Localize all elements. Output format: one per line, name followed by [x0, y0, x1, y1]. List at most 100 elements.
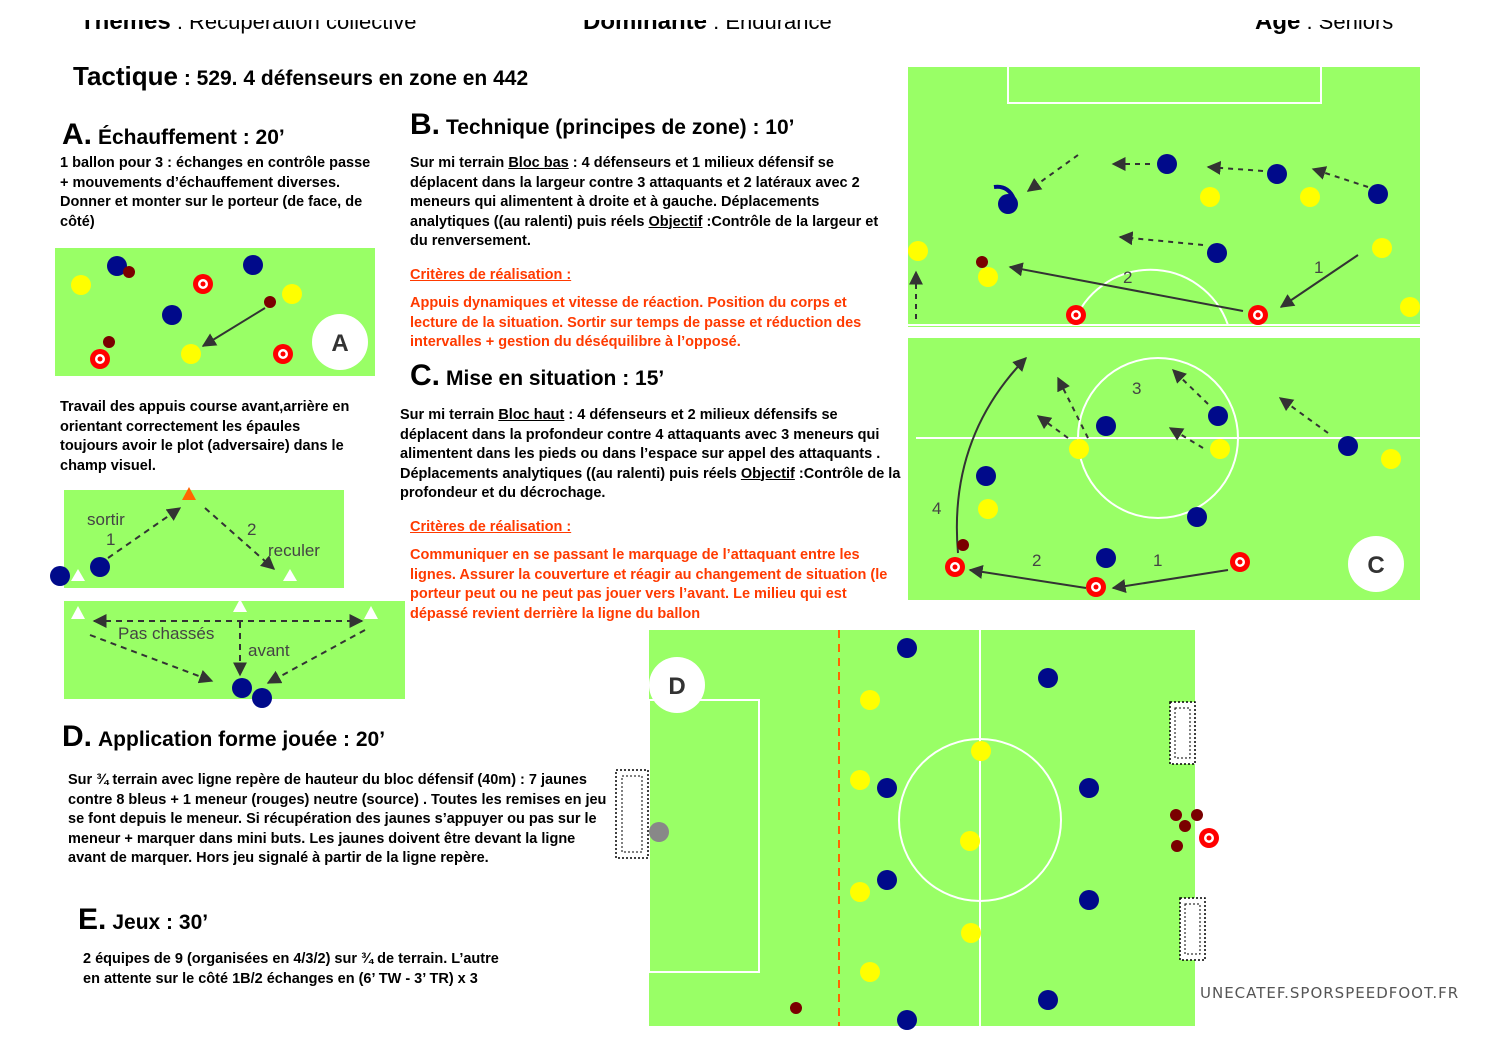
blue-player: [1079, 778, 1099, 798]
goalkeeper: [649, 822, 669, 842]
diagram-b: 2 1: [908, 64, 1420, 327]
blue-player: [897, 638, 917, 658]
section-b-bloc-bas: Bloc bas: [508, 155, 569, 171]
penalty-box: [1007, 64, 1322, 104]
section-c-text-mid: : 4 défenseurs et 2 milieux défensifs se…: [400, 407, 881, 482]
yellow-player: [978, 499, 998, 519]
blue-player: [243, 255, 263, 275]
yellow-player: [181, 344, 201, 364]
blue-player: [976, 466, 996, 486]
section-b-heading: Technique (principes de zone) : 10’: [446, 116, 795, 139]
cone-white: [364, 606, 378, 619]
section-d-heading: Application forme jouée : 20’: [98, 728, 386, 751]
cone-white: [233, 599, 247, 612]
blue-player: [1157, 154, 1177, 174]
yellow-player: [860, 962, 880, 982]
section-c-heading: Mise en situation : 15’: [446, 367, 665, 390]
header-crop: [0, 0, 1497, 20]
blue-player: [877, 870, 897, 890]
blue-player: [252, 688, 272, 708]
yellow-player: [850, 882, 870, 902]
section-d-title: D.Application forme jouée : 20’: [62, 720, 385, 754]
section-a-title: A.Échauffement : 20’: [62, 118, 285, 152]
yellow-player: [282, 284, 302, 304]
blue-player: [1208, 406, 1228, 426]
center-arc: [1072, 268, 1229, 326]
ball: [976, 256, 988, 268]
ball: [1191, 809, 1203, 821]
goalkeeper-mark: [993, 184, 1016, 200]
section-a-text: 1 ballon pour 3 : échanges en contrôle p…: [60, 155, 371, 230]
diagram-c: 3 4 2 1 C: [908, 338, 1420, 600]
yellow-player: [71, 275, 91, 295]
yellow-player: [1300, 187, 1320, 207]
blue-player: [897, 1010, 917, 1030]
blue-player: [877, 778, 897, 798]
section-b-text-mid: : 4 défenseurs et 1 milieux défensif se …: [410, 155, 860, 230]
ball: [1171, 840, 1183, 852]
badge-c-circle: [1348, 536, 1404, 592]
center-circle: [1077, 357, 1239, 519]
blue-player: [1096, 416, 1116, 436]
label-one: 1: [1314, 258, 1323, 277]
diagram-a2: sortir 1 2 reculer Pas chassés avant: [50, 487, 405, 708]
label-sortir: sortir: [87, 510, 125, 529]
label-two: 2: [1123, 268, 1132, 287]
penalty-box: [648, 699, 760, 973]
label-one: 1: [106, 530, 115, 549]
label-four: 4: [932, 499, 941, 518]
section-c-text-pre: Sur mi terrain: [400, 407, 499, 423]
diagram-a: A: [55, 248, 375, 376]
badge-d-circle: [649, 657, 705, 713]
label-two: 2: [1032, 551, 1041, 570]
pitch-a2: [64, 490, 344, 588]
cone-orange: [182, 487, 196, 500]
blue-player: [1038, 668, 1058, 688]
cone-white: [71, 569, 85, 581]
tactique-label: Tactique: [73, 61, 178, 91]
blue-player: [1267, 164, 1287, 184]
blue-player: [1338, 436, 1358, 456]
yellow-player: [960, 831, 980, 851]
section-c-text: Sur mi terrain Bloc haut : 4 défenseurs …: [400, 406, 908, 504]
ball: [957, 539, 969, 551]
badge-a-label: A: [331, 330, 348, 357]
label-avant: avant: [248, 641, 290, 660]
section-b-letter: B.: [410, 108, 440, 141]
section-a-letter: A.: [62, 118, 92, 151]
ball: [103, 336, 115, 348]
section-b-objectif: Objectif: [648, 213, 703, 230]
mini-goal: [1169, 701, 1196, 765]
section-c-objectif: Objectif: [740, 465, 795, 482]
yellow-player: [1069, 439, 1089, 459]
section-e-text: 2 équipes de 9 (organisées en 4/3/2) sur…: [83, 951, 499, 987]
cone-white: [71, 606, 85, 619]
blue-player: [50, 566, 70, 586]
yellow-player: [1372, 238, 1392, 258]
cone-white: [283, 569, 297, 581]
yellow-player: [971, 741, 991, 761]
section-c-letter: C.: [410, 359, 440, 392]
pitch-d: [649, 630, 1195, 1026]
section-e-title: E.Jeux : 30’: [78, 903, 208, 937]
blue-player: [1368, 184, 1388, 204]
section-b-criteria-text: Appuis dynamiques et vitesse de réaction…: [410, 295, 862, 350]
section-b-text-post: :Contrôle de la largeur et du renverseme…: [410, 213, 879, 250]
section-a-text2: Travail des appuis course avant,arrière …: [60, 399, 350, 474]
blue-player: [1038, 990, 1058, 1010]
yellow-player: [961, 923, 981, 943]
tactique-line: Tactique : 529. 4 défenseurs en zone en …: [73, 61, 528, 92]
pitch-c: [908, 338, 1420, 600]
section-e-letter: E.: [78, 903, 107, 936]
yellow-player: [908, 241, 928, 261]
badge-c-label: C: [1367, 552, 1384, 579]
yellow-player: [860, 690, 880, 710]
watermark: UNECATEF.SPORSPEEDFOOT.FR: [1200, 984, 1460, 1002]
ball: [1179, 820, 1191, 832]
blue-player: [162, 305, 182, 325]
section-c-criteria-text: Communiquer en se passant le marquage de…: [410, 547, 888, 622]
label-pas-chasses: Pas chassés: [118, 624, 214, 643]
section-d-text: Sur ¾ terrain avec ligne repère de haute…: [68, 772, 607, 866]
blue-player: [1187, 507, 1207, 527]
ball: [264, 296, 276, 308]
